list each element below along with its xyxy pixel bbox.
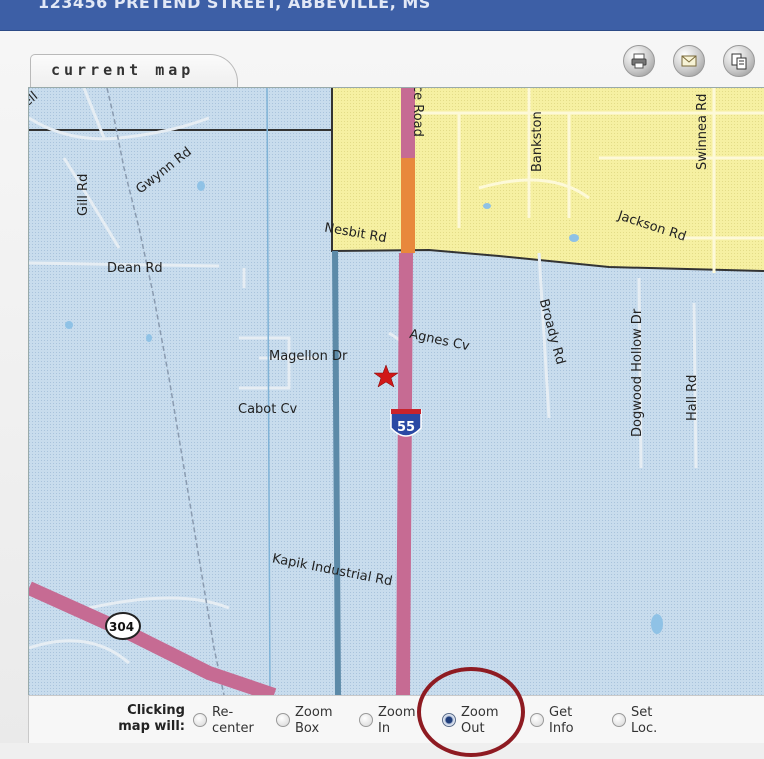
state-highway-number: 304 <box>109 620 134 634</box>
zoom-out-line1: Zoom <box>461 705 499 720</box>
zoom-box-radio[interactable] <box>276 713 290 727</box>
zoom-box-label: Zoom Box <box>295 705 332 737</box>
label-chapel-road: ce Road <box>410 88 425 137</box>
email-icon <box>681 55 697 67</box>
label-swinnea-rd: Swinnea Rd <box>695 94 710 170</box>
copy-icon <box>731 53 747 70</box>
recenter-label: Re- center <box>212 705 254 737</box>
highway-304-shield: 304 <box>105 612 141 640</box>
zoom-out-label: Zoom Out <box>461 705 498 737</box>
click-mode-label: Clicking map will: <box>103 703 185 735</box>
city-streets <box>419 88 764 273</box>
recenter-line1: Re- <box>212 705 234 720</box>
set-location-line1: Set <box>631 705 653 720</box>
get-info-line2: Info <box>549 721 574 736</box>
label-dogwood-hollow-dr: Dogwood Hollow Dr <box>630 308 645 437</box>
railroad <box>106 88 225 695</box>
recenter-radio[interactable] <box>193 713 207 727</box>
set-location-line2: Loc. <box>631 721 658 736</box>
zoom-out-line2: Out <box>461 721 485 736</box>
label-line2: map will: <box>118 719 185 734</box>
zoom-in-radio[interactable] <box>359 713 373 727</box>
interstate-55 <box>396 252 413 695</box>
get-info-radio[interactable] <box>530 713 544 727</box>
get-info-label: Get Info <box>549 705 574 737</box>
bottom-strip <box>0 743 764 759</box>
zoom-out-radio[interactable] <box>442 713 456 727</box>
highway-304 <box>29 581 277 695</box>
recenter-line2: center <box>212 721 254 736</box>
copy-button[interactable] <box>723 45 755 77</box>
interstate-55-shield: 55 <box>390 409 422 437</box>
interstate-number: 55 <box>397 420 415 435</box>
tab-current-map[interactable]: current map <box>30 54 238 89</box>
highway-51 <box>332 250 341 695</box>
city-boundary <box>331 88 764 272</box>
set-location-radio[interactable] <box>612 713 626 727</box>
minor-roads <box>29 88 698 665</box>
print-icon <box>631 53 647 69</box>
zoom-box-line2: Box <box>295 721 320 736</box>
city-area <box>332 88 764 271</box>
address-text: 123456 PRETEND STREET, ABBEVILLE, MS <box>38 0 431 12</box>
tab-label: current map <box>51 61 195 79</box>
zoom-in-line2: In <box>378 721 391 736</box>
label-dean-rd: Dean Rd <box>107 261 163 276</box>
map-canvas[interactable]: ell Gwynn Rd Gill Rd Dean Rd Nesbit Rd c… <box>28 87 764 695</box>
zoom-in-label: Zoom In <box>378 705 415 737</box>
water-features <box>65 181 663 634</box>
label-cabot-cv: Cabot Cv <box>238 402 298 417</box>
zoom-in-line1: Zoom <box>378 705 416 720</box>
print-button[interactable] <box>623 45 655 77</box>
label-gill-rd: Gill Rd <box>76 174 91 216</box>
creek-line <box>266 88 271 695</box>
get-info-line1: Get <box>549 705 573 720</box>
location-marker <box>373 364 399 388</box>
label-bankston: Bankston <box>530 111 545 172</box>
click-mode-bar: Clicking map will: Re- center Zoom Box Z… <box>28 695 764 745</box>
label-magellon-dr: Magellon Dr <box>269 349 348 364</box>
email-button[interactable] <box>673 45 705 77</box>
set-location-label: Set Loc. <box>631 705 657 737</box>
zoom-box-line1: Zoom <box>295 705 333 720</box>
label-line1: Clicking <box>127 703 185 718</box>
address-header: 123456 PRETEND STREET, ABBEVILLE, MS <box>0 0 764 31</box>
label-hall-rd: Hall Rd <box>685 375 700 421</box>
